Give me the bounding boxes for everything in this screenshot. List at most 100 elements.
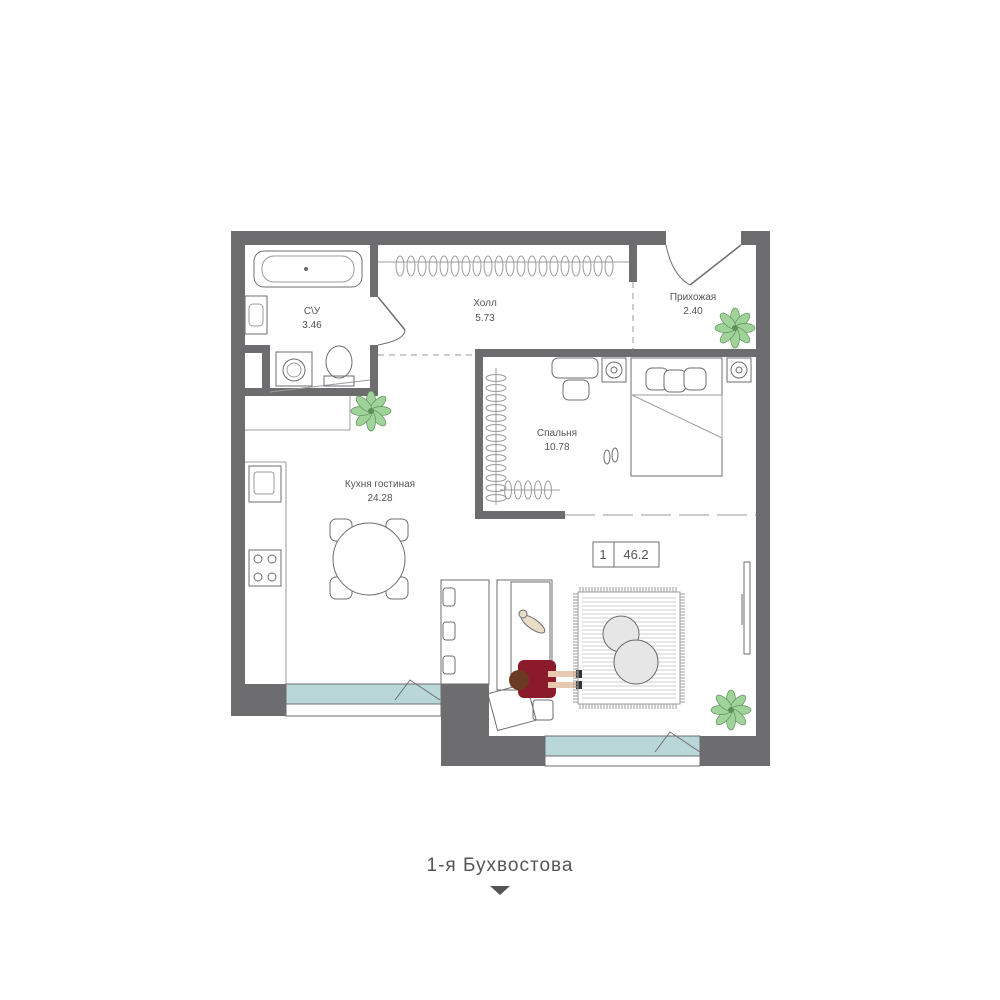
plants bbox=[350, 307, 756, 731]
hanger-icon bbox=[524, 480, 532, 500]
bed-icon bbox=[630, 357, 723, 477]
wardrobe-hall bbox=[378, 255, 629, 277]
hanger-icon bbox=[483, 255, 493, 277]
hanger-icon bbox=[439, 255, 449, 277]
hanger-icon bbox=[485, 474, 507, 482]
hanger-icon bbox=[504, 480, 512, 500]
rug-icon bbox=[573, 587, 685, 709]
hanger-icon bbox=[505, 255, 515, 277]
hanger-icon bbox=[485, 444, 507, 452]
plant-icon bbox=[350, 390, 392, 432]
walls bbox=[231, 231, 770, 766]
hanger-icon bbox=[395, 255, 405, 277]
room-labels: С\У 3.46 Холл 5.73 Прихожая 2.40 Спальня… bbox=[302, 292, 716, 504]
window-kitchen-sill bbox=[285, 703, 442, 717]
room-area-bathroom: 3.46 bbox=[302, 320, 322, 331]
windows bbox=[285, 679, 701, 767]
wall-shaft bbox=[262, 345, 270, 395]
hanger-icon bbox=[450, 255, 460, 277]
wall-bottom-left bbox=[231, 684, 286, 716]
room-area-bedroom: 10.78 bbox=[544, 442, 569, 453]
nightstand-right bbox=[726, 357, 752, 383]
hanger-icon bbox=[534, 480, 542, 500]
washing-machine-icon bbox=[275, 351, 313, 387]
kitchen-sink-icon bbox=[248, 465, 282, 503]
doors bbox=[377, 244, 742, 346]
hanger-icon bbox=[406, 255, 416, 277]
sofa-icon bbox=[487, 579, 554, 732]
hanger-icon bbox=[560, 255, 570, 277]
hanger-icon bbox=[516, 255, 526, 277]
door-entry-leaf[interactable] bbox=[689, 244, 742, 286]
badge-room-count: 1 bbox=[599, 547, 606, 562]
wall-right bbox=[756, 231, 770, 766]
window-kitchen-opening bbox=[394, 679, 441, 701]
hanger-icon bbox=[544, 480, 552, 500]
wall-entry bbox=[629, 245, 637, 282]
area-badge: 1 46.2 bbox=[592, 541, 660, 568]
wall-bottom-mid bbox=[441, 736, 545, 766]
bar-stools bbox=[440, 579, 490, 685]
wall-bath-hall-top bbox=[370, 245, 378, 297]
wall-bath-hall-bottom bbox=[370, 345, 378, 395]
door-bathroom-arc bbox=[377, 329, 406, 346]
wall-top-left bbox=[231, 231, 666, 245]
wall-bottom-right bbox=[700, 736, 770, 766]
dog-icon bbox=[518, 609, 546, 634]
hanger-icon bbox=[461, 255, 471, 277]
door-entry-arc bbox=[665, 244, 691, 286]
wall-shaft-top bbox=[245, 345, 270, 353]
window-living-sill bbox=[544, 755, 701, 767]
shaft-diag bbox=[269, 379, 371, 393]
tv-icon bbox=[741, 561, 751, 655]
hanger-icon bbox=[571, 255, 581, 277]
hanger-icon bbox=[485, 394, 507, 402]
plant-icon bbox=[710, 689, 752, 731]
room-area-hall: 5.73 bbox=[475, 313, 495, 324]
toilet-icon bbox=[323, 345, 355, 387]
wall-bedroom-left bbox=[475, 349, 483, 519]
wall-bedroom-bottom bbox=[475, 511, 565, 519]
hanger-icon bbox=[472, 255, 482, 277]
window-kitchen bbox=[285, 683, 442, 705]
room-name-bathroom: С\У bbox=[304, 306, 321, 317]
dining-table-icon bbox=[329, 518, 409, 600]
wall-bath-bottom bbox=[245, 388, 378, 396]
badge-total-area: 46.2 bbox=[623, 547, 648, 562]
room-outlines bbox=[245, 282, 756, 684]
hanger-icon bbox=[485, 424, 507, 432]
wardrobe-bedroom bbox=[485, 368, 560, 505]
slippers-icon bbox=[603, 447, 619, 465]
room-area-kitchen: 24.28 bbox=[367, 493, 392, 504]
hanger-icon bbox=[538, 255, 548, 277]
room-name-entry: Прихожая bbox=[670, 292, 716, 303]
hanger-icon bbox=[428, 255, 438, 277]
desk-icon bbox=[551, 357, 599, 401]
street-label: 1-я Бухвостова bbox=[426, 855, 574, 876]
door-bathroom-leaf[interactable] bbox=[377, 296, 406, 331]
hanger-icon bbox=[593, 255, 603, 277]
nightstand-left bbox=[601, 357, 627, 383]
window-living-opening bbox=[654, 731, 701, 753]
hanger-icon bbox=[485, 384, 507, 392]
hanger-icon bbox=[485, 374, 507, 382]
hanger-icon bbox=[582, 255, 592, 277]
bathtub-icon bbox=[253, 250, 363, 288]
wall-left bbox=[231, 231, 245, 716]
hanger-icon bbox=[485, 414, 507, 422]
wall-bedroom-top bbox=[475, 349, 756, 357]
hanger-icon bbox=[514, 480, 522, 500]
room-name-bedroom: Спальня bbox=[537, 428, 577, 439]
hanger-icon bbox=[485, 434, 507, 442]
person-icon bbox=[509, 660, 582, 698]
sink-icon bbox=[244, 295, 268, 335]
hanger-icon bbox=[494, 255, 504, 277]
room-name-kitchen: Кухня гостиная bbox=[345, 479, 415, 490]
hanger-icon bbox=[485, 484, 507, 492]
plant-icon bbox=[714, 307, 756, 349]
hanger-icon bbox=[527, 255, 537, 277]
window-living bbox=[544, 735, 701, 757]
hanger-icon bbox=[604, 255, 614, 277]
stove-icon bbox=[248, 549, 282, 587]
